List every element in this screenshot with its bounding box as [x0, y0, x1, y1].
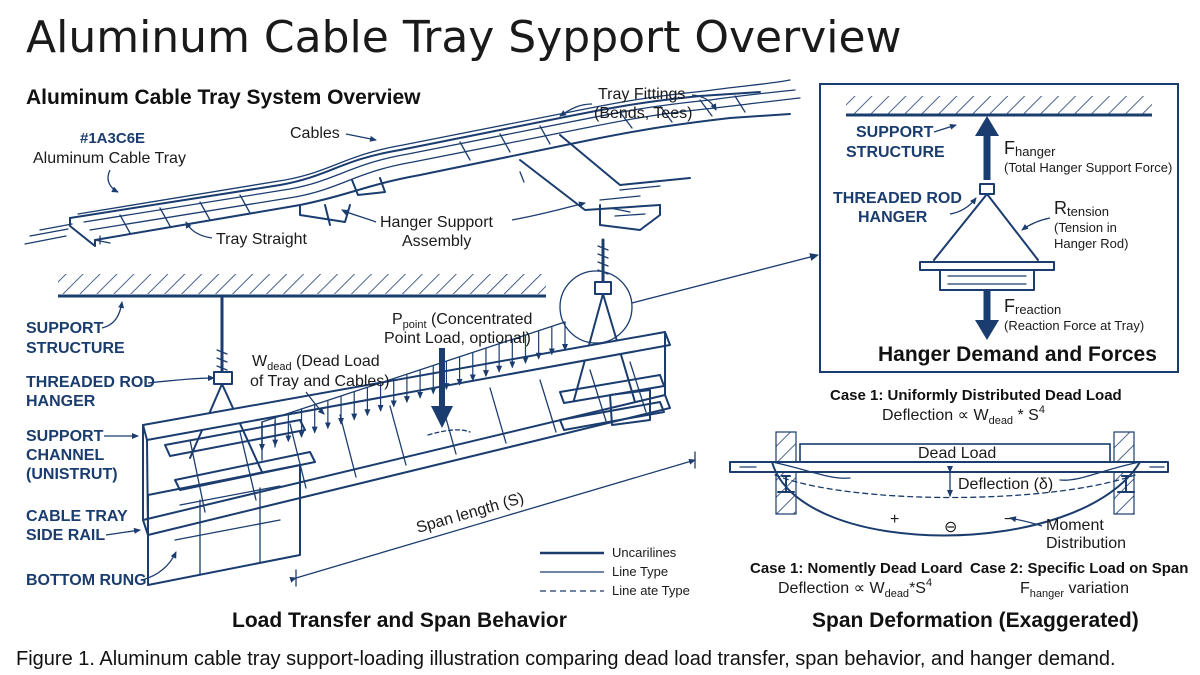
- label-support-channel-1: SUPPORT: [26, 428, 104, 445]
- legend-item-3: Line ate Type: [612, 583, 690, 598]
- overview-fittings-label-2: (Bends, Tees): [594, 105, 692, 122]
- hanger-rod-label-1: THREADED ROD: [833, 190, 962, 207]
- figure-caption: Figure 1. Aluminum cable tray support-lo…: [16, 648, 1116, 670]
- load-transfer-title: Load Transfer and Span Behavior: [232, 609, 567, 632]
- line-legend: Uncarilines Line Type Line ate Type: [540, 545, 690, 598]
- hanger-ceiling-hatch: [846, 96, 1152, 114]
- label-threaded-rod-1: THREADED ROD: [26, 374, 155, 391]
- rtension-desc-1: (Tension in: [1054, 220, 1117, 235]
- case1-formula: Deflection ∝ Wdead * S4: [882, 404, 1045, 427]
- overview-hanger-label-1: Hanger Support: [380, 214, 494, 231]
- system-overview-panel: Aluminum Cable Tray System Overview: [24, 79, 801, 250]
- freaction-label: Freaction: [1004, 296, 1061, 317]
- overview-tray-straight-label: Tray Straight: [216, 231, 308, 248]
- span-length-label: Span length (S): [414, 490, 526, 537]
- freaction-desc: (Reaction Force at Tray): [1004, 318, 1144, 333]
- moment-minus: −: [1004, 511, 1013, 528]
- caseA-title: Case 1: Nomently Dead Loard: [750, 560, 963, 577]
- label-support-channel-3: (UNISTRUT): [26, 466, 118, 483]
- overview-fittings-label-1: Tray Fittings: [598, 86, 685, 103]
- moment-minus-circle: ⊖: [944, 519, 957, 536]
- label-side-rail-1: CABLE TRAY: [26, 508, 128, 525]
- overview-color-code: #1A3C6E: [80, 130, 145, 147]
- deflection-label: Deflection (δ): [958, 476, 1053, 493]
- distributed-load-arrows: [259, 321, 568, 461]
- fhanger-desc: (Total Hanger Support Force): [1004, 160, 1172, 175]
- moment-plus: +: [890, 511, 899, 528]
- rtension-desc-2: Hanger Rod): [1054, 236, 1128, 251]
- span-deformation-title: Span Deformation (Exaggerated): [812, 609, 1139, 632]
- overview-hanger-label-2: Assembly: [402, 233, 471, 250]
- dead-load-label: Dead Load: [918, 445, 996, 462]
- span-deformation-panel: Case 1: Uniformly Distributed Dead Load …: [729, 387, 1188, 632]
- legend-item-1: Uncarilines: [612, 545, 677, 560]
- hanger-rod-label-2: HANGER: [858, 209, 928, 226]
- hanger-forces-frame: [819, 83, 1179, 373]
- overview-cables-label: Cables: [290, 125, 340, 142]
- caseB-title: Case 2: Specific Load on Span: [970, 560, 1188, 577]
- point-load-arrow: [427, 348, 471, 436]
- deflected-shape: [774, 474, 1136, 499]
- legend-item-2: Line Type: [612, 564, 668, 579]
- rtension-label: Rtension: [1054, 198, 1109, 219]
- ppoint-label-2: Point Load, optional): [384, 330, 531, 347]
- case1-title: Case 1: Uniformly Distributed Dead Load: [830, 387, 1122, 404]
- load-transfer-panel: Span length (S) SUPPORT STRUCTURE THREAD…: [26, 238, 819, 632]
- moment-diagram: [771, 461, 1141, 537]
- caseB-formula: Fhanger variation: [1020, 580, 1129, 600]
- wdead-label: Wdead (Dead Load: [252, 353, 380, 373]
- hanger-forces-title: Hanger Demand and Forces: [878, 343, 1157, 366]
- page-title: Aluminum Cable Tray Sypport Overview: [26, 12, 902, 63]
- label-side-rail-2: SIDE RAIL: [26, 527, 105, 544]
- hanger-forces-panel: SUPPORT STRUCTURE THREADED ROD HANGER Fh…: [819, 83, 1179, 373]
- label-bottom-rung: BOTTOM RUNG: [26, 572, 147, 589]
- ppoint-label: Ppoint (Concentrated: [392, 311, 532, 331]
- moment-label-2: Distribution: [1046, 535, 1126, 552]
- hanger-support-label-1: SUPPORT: [856, 124, 934, 141]
- overview-title: Aluminum Cable Tray System Overview: [26, 86, 421, 109]
- label-support-structure-1: SUPPORT: [26, 320, 104, 337]
- moment-label-1: Moment: [1046, 517, 1104, 534]
- hanger-support-label-2: STRUCTURE: [846, 144, 945, 161]
- wdead-label-2: of Tray and Cables): [250, 373, 390, 390]
- overview-tray-label: Aluminum Cable Tray: [33, 150, 186, 167]
- caseA-formula: Deflection ∝ Wdead*S4: [778, 577, 932, 600]
- label-threaded-rod-2: HANGER: [26, 393, 96, 410]
- label-support-structure-2: STRUCTURE: [26, 340, 125, 357]
- label-support-channel-2: CHANNEL: [26, 447, 104, 464]
- ceiling-hatch: [58, 274, 546, 294]
- fhanger-label: Fhanger: [1004, 138, 1056, 159]
